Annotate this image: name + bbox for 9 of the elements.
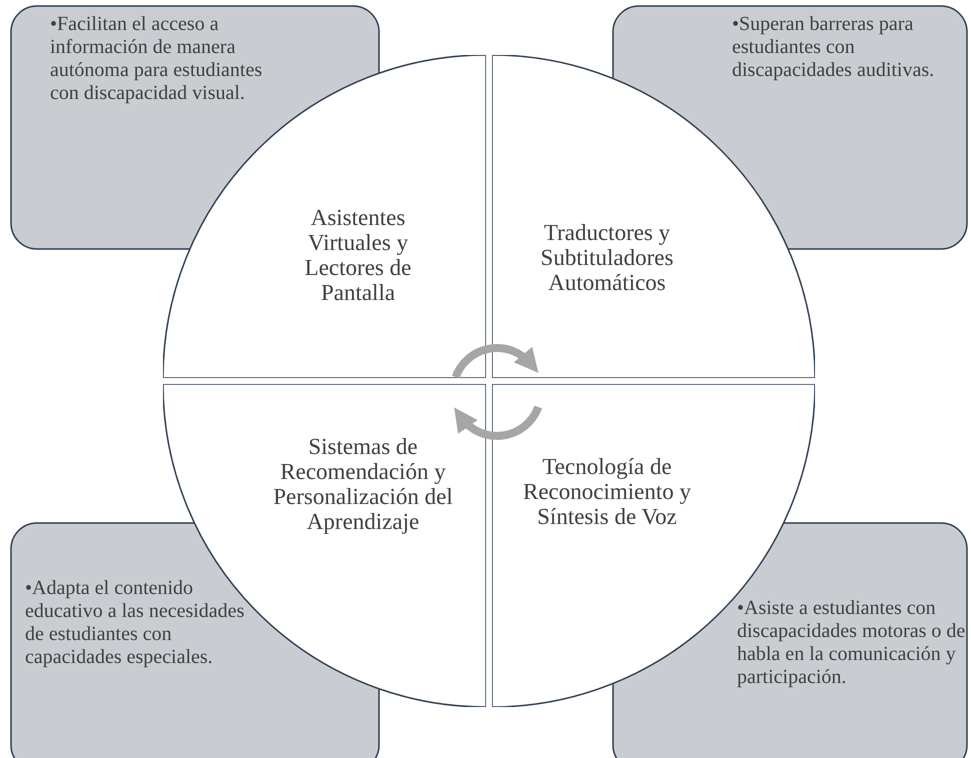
segment-title: Tecnología de Reconocimiento y Síntesis de Voz: [522, 454, 692, 529]
bullet-text: •Superan barreras para estudiantes con discapacidades auditivas.: [732, 13, 936, 82]
segment-title: Asistentes Virtuales y Lectores de Pantalla: [304, 205, 412, 305]
segment-title: Traductores y Subtituladores Automáticos: [540, 220, 674, 295]
bullet-text: •Adapta el contenido educativo a las necesidades de estudiantes con capacidades especiales.: [25, 577, 246, 669]
bullet-text: •Facilitan el acceso a información de manera autónoma para estudiantes con discapacidad visual.: [50, 13, 264, 105]
bullet-text: •Asiste a estudiantes con discapacidades motoras o de habla en la comunicación y participación.: [737, 597, 966, 689]
curved-arrow: [453, 405, 542, 440]
segment-title: Sistemas de Recomendación y Personalización del Aprendizaje: [272, 434, 454, 534]
